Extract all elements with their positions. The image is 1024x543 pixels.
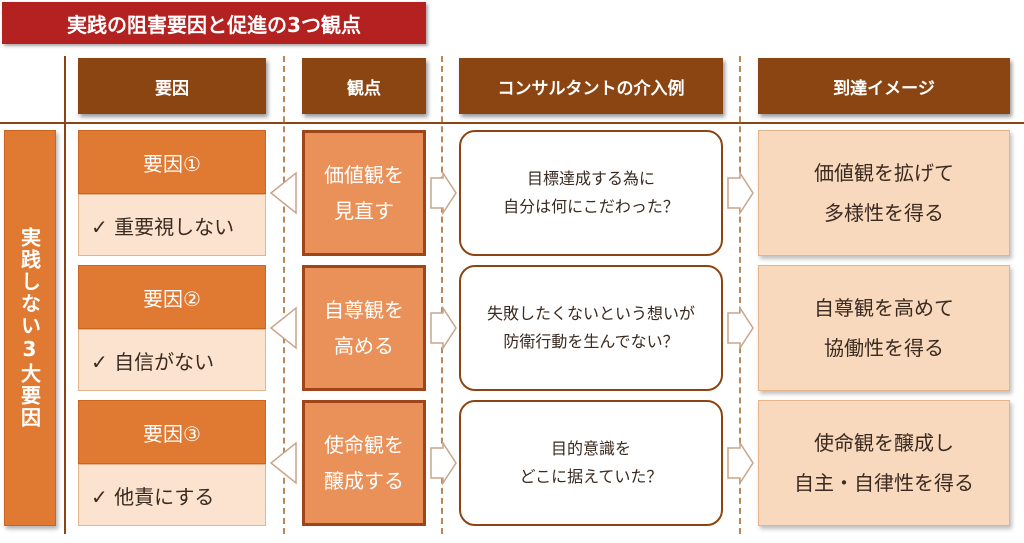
- factor-2-title: 要因②: [78, 265, 266, 329]
- viewpoint-2: 自尊観を 高める: [302, 265, 426, 391]
- consultant-3-line-1: 目的意識を: [550, 439, 631, 458]
- goal-3: 使命観を醸成し 自主・自律性を得る: [758, 400, 1010, 526]
- viewpoint-3-line-1: 使命観を: [324, 433, 404, 457]
- viewpoint-3-line-2: 醸成する: [324, 469, 404, 493]
- consultant-2-line-1: 失敗したくないという想いが: [486, 304, 695, 323]
- goal-1: 価値観を拡げて 多様性を得る: [758, 130, 1010, 256]
- goal-3-line-2: 自主・自律性を得る: [794, 471, 974, 495]
- arrow-left-icon: [268, 305, 298, 351]
- goal-1-line-2: 多様性を得る: [824, 201, 944, 225]
- factor-1-title: 要因①: [78, 130, 266, 194]
- header-consultant: コンサルタントの介入例: [459, 58, 723, 114]
- arrow-right-icon: [725, 170, 755, 216]
- viewpoint-1: 価値観を 見直す: [302, 130, 426, 256]
- arrow-right-icon: [428, 170, 458, 216]
- consultant-3-line-2: どこに据えていた？: [519, 467, 663, 486]
- divider-dash-2: [441, 56, 443, 534]
- goal-2: 自尊観を高めて 協働性を得る: [758, 265, 1010, 391]
- viewpoint-3: 使命観を 醸成する: [302, 400, 426, 526]
- consultant-3: 目的意識を どこに据えていた？: [459, 400, 723, 526]
- goal-3-line-1: 使命観を醸成し: [814, 431, 954, 455]
- arrow-left-icon: [268, 170, 298, 216]
- header-factor: 要因: [78, 58, 266, 114]
- viewpoint-2-line-1: 自尊観を: [324, 298, 404, 322]
- divider-dash-3: [739, 56, 741, 534]
- side-label: 実践しない3大要因: [4, 130, 56, 526]
- factor-1-detail: ✓ 重要視しない: [78, 194, 266, 256]
- header-viewpoint: 観点: [302, 58, 426, 114]
- arrow-left-icon: [268, 440, 298, 486]
- viewpoint-2-line-2: 高める: [334, 334, 394, 358]
- consultant-2-line-2: 防衛行動を生んでない？: [503, 332, 679, 351]
- factor-3-title: 要因③: [78, 400, 266, 464]
- goal-2-line-2: 協働性を得る: [824, 336, 944, 360]
- goal-1-line-1: 価値観を拡げて: [814, 161, 954, 185]
- side-label-text: 実践しない3大要因: [17, 227, 42, 429]
- divider-dash-1: [283, 56, 285, 534]
- arrow-right-icon: [428, 305, 458, 351]
- arrow-right-icon: [428, 440, 458, 486]
- consultant-1: 目標達成する為に 自分は何にこだわった？: [459, 130, 723, 256]
- consultant-1-line-2: 自分は何にこだわった？: [503, 197, 679, 216]
- consultant-2: 失敗したくないという想いが 防衛行動を生んでない？: [459, 265, 723, 391]
- divider-top: [0, 122, 1024, 124]
- viewpoint-1-line-2: 見直す: [334, 199, 394, 223]
- consultant-1-line-1: 目標達成する為に: [526, 169, 655, 188]
- viewpoint-1-line-1: 価値観を: [324, 163, 404, 187]
- divider-left: [64, 56, 66, 534]
- header-goal: 到達イメージ: [758, 58, 1010, 114]
- arrow-right-icon: [725, 305, 755, 351]
- page-title: 実践の阻害要因と促進の3つ観点: [2, 2, 426, 44]
- arrow-right-icon: [725, 440, 755, 486]
- factor-2-detail: ✓ 自信がない: [78, 329, 266, 391]
- goal-2-line-1: 自尊観を高めて: [814, 296, 954, 320]
- factor-3-detail: ✓ 他責にする: [78, 464, 266, 526]
